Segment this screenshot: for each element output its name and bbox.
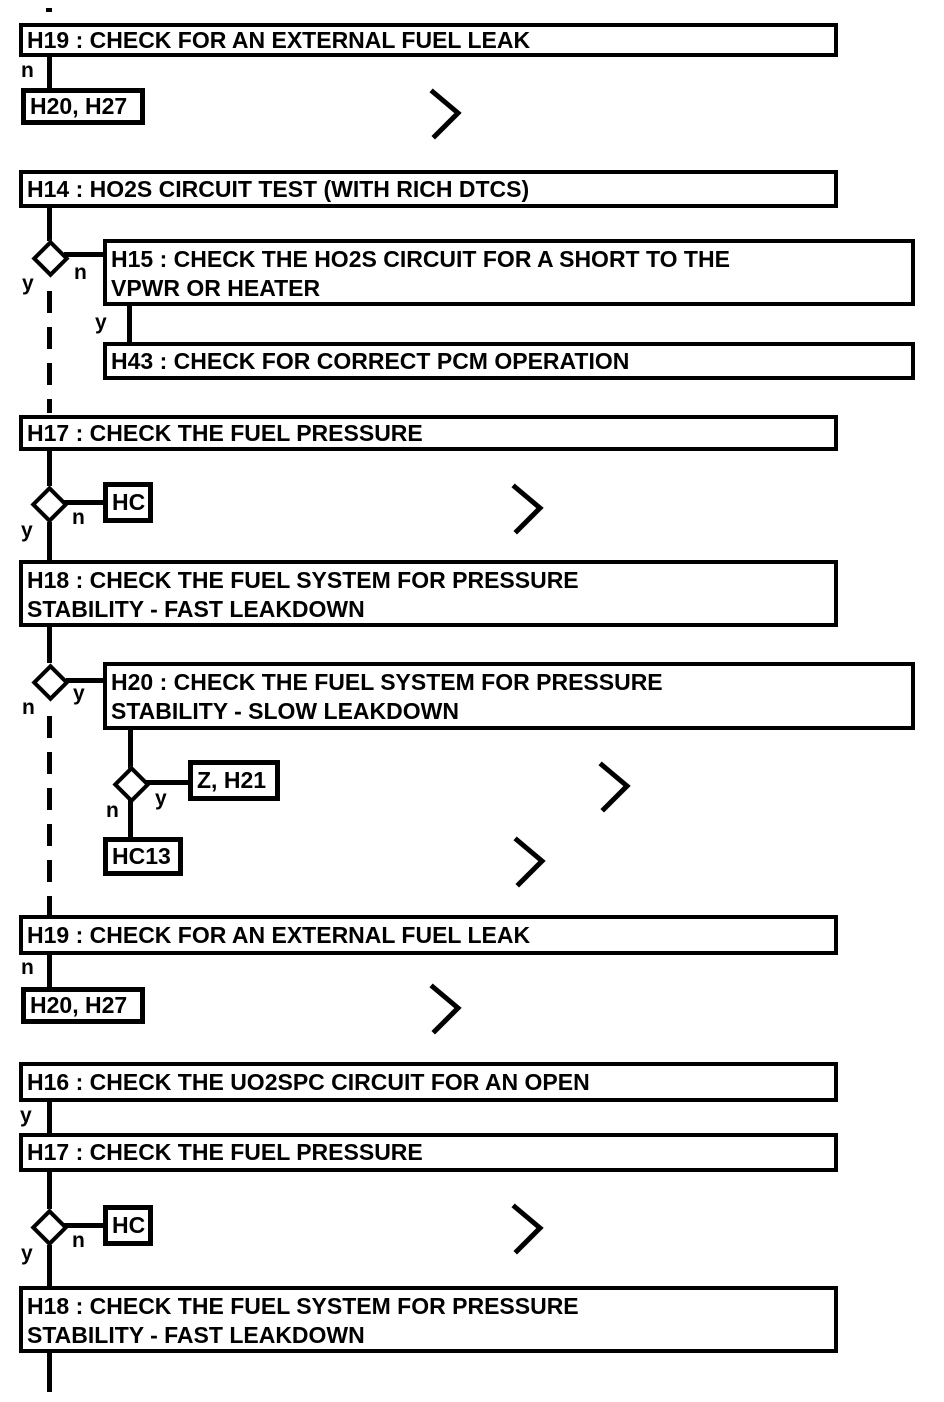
step-box-h14[interactable]: H14 : HO2S CIRCUIT TEST (WITH RICH DTCS)	[19, 170, 838, 208]
step-box-h18-bottom[interactable]: H18 : CHECK THE FUEL SYSTEM FOR PRESSURE…	[19, 1286, 838, 1353]
step-box-h16[interactable]: H16 : CHECK THE UO2SPC CIRCUIT FOR AN OP…	[19, 1062, 838, 1102]
branch-label-yes: y	[22, 272, 34, 295]
step-box-h18-bottom-line2: STABILITY - FAST LEAKDOWN	[27, 1322, 365, 1348]
connector-line	[47, 1101, 52, 1133]
branch-label-no: n	[21, 59, 34, 82]
connector-line	[127, 305, 132, 343]
step-box-h18-top[interactable]: H18 : CHECK THE FUEL SYSTEM FOR PRESSURE…	[19, 560, 838, 627]
connector-line	[47, 626, 52, 663]
connector-line	[128, 799, 133, 837]
step-box-h20-line1: H20 : CHECK THE FUEL SYSTEM FOR PRESSURE	[111, 669, 663, 695]
chevron-right-icon[interactable]	[511, 1203, 545, 1255]
connector-line	[64, 500, 103, 505]
decision-diamond	[31, 663, 70, 702]
dashed-connector-line	[47, 291, 52, 413]
branch-label-no: n	[72, 1229, 85, 1252]
decision-diamond	[30, 485, 69, 524]
step-box-h17-bottom[interactable]: H17 : CHECK THE FUEL PRESSURE	[19, 1133, 838, 1172]
connector-line	[128, 729, 133, 769]
connector-line	[47, 522, 52, 560]
ref-box-hc-top[interactable]: HC	[103, 482, 153, 523]
branch-label-yes: y	[21, 519, 33, 542]
connector-line	[47, 450, 52, 486]
step-box-h18-bottom-line1: H18 : CHECK THE FUEL SYSTEM FOR PRESSURE	[27, 1293, 579, 1319]
chevron-right-icon[interactable]	[598, 761, 632, 813]
stray-dot	[46, 8, 52, 12]
dashed-connector-line	[47, 716, 52, 915]
chevron-right-icon[interactable]	[511, 483, 545, 535]
step-box-h15-line2: VPWR OR HEATER	[111, 275, 321, 301]
ref-box-h20-h27-bottom[interactable]: H20, H27	[21, 987, 145, 1024]
branch-label-no: n	[74, 261, 87, 284]
connector-line	[64, 252, 103, 257]
step-box-h19-bottom[interactable]: H19 : CHECK FOR AN EXTERNAL FUEL LEAK	[19, 915, 838, 955]
connector-line	[47, 207, 52, 241]
branch-label-no: n	[106, 799, 119, 822]
branch-label-no: n	[72, 506, 85, 529]
step-box-h20[interactable]: H20 : CHECK THE FUEL SYSTEM FOR PRESSURE…	[103, 662, 915, 730]
step-box-h17-top[interactable]: H17 : CHECK THE FUEL PRESSURE	[19, 415, 838, 451]
branch-label-yes: y	[73, 682, 85, 705]
step-box-h15[interactable]: H15 : CHECK THE HO2S CIRCUIT FOR A SHORT…	[103, 239, 915, 306]
connector-line	[47, 56, 52, 88]
connector-line	[47, 1352, 52, 1392]
connector-line	[66, 678, 103, 683]
branch-label-yes: y	[21, 1242, 33, 1265]
step-box-h19-top[interactable]: H19 : CHECK FOR AN EXTERNAL FUEL LEAK	[19, 23, 838, 57]
ref-box-h20-h27-top[interactable]: H20, H27	[21, 88, 145, 125]
chevron-right-icon[interactable]	[429, 88, 463, 140]
ref-box-hc-bottom[interactable]: HC	[103, 1205, 153, 1246]
connector-line	[146, 780, 188, 785]
ref-box-z-h21[interactable]: Z, H21	[188, 760, 280, 801]
connector-line	[47, 954, 52, 987]
branch-label-yes: y	[155, 787, 167, 810]
branch-label-yes: y	[20, 1104, 32, 1127]
branch-label-no: n	[21, 956, 34, 979]
step-box-h43[interactable]: H43 : CHECK FOR CORRECT PCM OPERATION	[103, 342, 915, 380]
connector-line	[47, 1245, 52, 1286]
ref-box-hc13[interactable]: HC13	[103, 837, 183, 876]
decision-diamond	[31, 239, 70, 278]
step-box-h18-top-line2: STABILITY - FAST LEAKDOWN	[27, 596, 365, 622]
step-box-h15-line1: H15 : CHECK THE HO2S CIRCUIT FOR A SHORT…	[111, 246, 730, 272]
chevron-right-icon[interactable]	[513, 836, 547, 888]
decision-diamond	[112, 765, 151, 804]
connector-line	[64, 1223, 103, 1228]
connector-line	[47, 1171, 52, 1209]
step-box-h20-line2: STABILITY - SLOW LEAKDOWN	[111, 698, 459, 724]
decision-diamond	[30, 1208, 69, 1247]
step-box-h18-top-line1: H18 : CHECK THE FUEL SYSTEM FOR PRESSURE	[27, 567, 579, 593]
chevron-right-icon[interactable]	[429, 983, 463, 1035]
branch-label-yes: y	[95, 311, 107, 334]
branch-label-no: n	[22, 696, 35, 719]
